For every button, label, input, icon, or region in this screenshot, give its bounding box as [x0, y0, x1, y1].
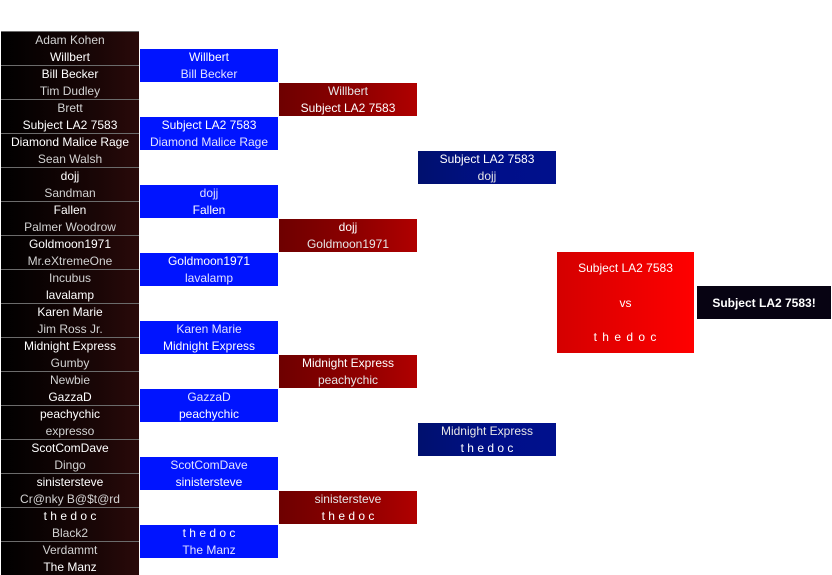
participant-name: ScotComDave: [170, 458, 248, 473]
participant-name: Subject LA2 7583: [161, 118, 257, 133]
participant-name: peachychic: [178, 406, 240, 421]
participant-name: Verdammt: [42, 543, 98, 558]
participant-name: Willbert: [49, 49, 90, 64]
participant-name: Midnight Express: [162, 338, 256, 353]
participant-name: Subject LA2 7583: [300, 100, 396, 115]
participant-name: Karen Marie: [37, 305, 103, 320]
participant-name: The Manz: [43, 559, 97, 574]
participant-name: Gumby: [50, 355, 90, 370]
participant-name: sinistersteve: [175, 474, 243, 489]
participant-name: Karen Marie: [176, 322, 242, 337]
participant-name: Fallen: [192, 202, 226, 217]
champion-box: Subject LA2 7583!: [697, 286, 831, 319]
participant-name: Midnight Express: [301, 356, 395, 371]
participant-name: Diamond Malice Rage: [149, 134, 269, 149]
participant-name: t h e d o c: [43, 509, 97, 524]
participant-name: Goldmoon1971: [167, 254, 251, 269]
participant-name: Mr.eXtremeOne: [27, 253, 113, 268]
participant-name: dojj: [338, 220, 358, 235]
participant-name: Adam Kohen: [35, 33, 105, 48]
participant-name: t h e d o c: [321, 508, 375, 523]
participant-name: Fallen: [53, 203, 87, 218]
participant-name: Incubus: [48, 271, 92, 286]
participant-name: Newbie: [49, 373, 91, 388]
participant-name: Sandman: [44, 185, 96, 200]
participant-name: Subject LA2 7583: [22, 117, 118, 132]
participant-name: The Manz: [182, 542, 236, 557]
participant-name: Diamond Malice Rage: [10, 135, 130, 150]
finalist-1: Subject LA2 7583: [578, 261, 673, 275]
final-match: Subject LA2 7583 vs t h e d o c: [557, 252, 694, 353]
participant-name: Bill Becker: [180, 66, 238, 81]
participant-name: dojj: [477, 168, 497, 183]
participant-name: ScotComDave: [31, 441, 109, 456]
participant-name: t h e d o c: [182, 526, 236, 541]
versus-label: vs: [619, 295, 632, 310]
participant-name: Tim Dudley: [39, 83, 101, 98]
participant-name: dojj: [199, 186, 219, 201]
participant-name: expresso: [45, 423, 95, 438]
participant-name: Bill Becker: [41, 67, 99, 82]
champion-name: Subject LA2 7583!: [712, 295, 816, 310]
participant-name: GazzaD: [187, 390, 231, 405]
participant-name: Black2: [51, 525, 89, 540]
participant-name: Dingo: [54, 457, 86, 472]
participant-name: Subject LA2 7583: [439, 152, 535, 167]
finalist-2: t h e d o c: [593, 330, 658, 344]
participant-name: Willbert: [188, 50, 229, 65]
participant-name: sinistersteve: [314, 492, 382, 507]
participant-name: peachychic: [39, 407, 101, 422]
participant-name: Midnight Express: [23, 339, 117, 354]
participant-name: Willbert: [327, 84, 368, 99]
participant-name: GazzaD: [48, 389, 92, 404]
participant-name: Cr@nky B@$t@rd: [20, 491, 120, 506]
participant-name: Jim Ross Jr.: [37, 321, 103, 336]
participant-name: Palmer Woodrow: [24, 219, 116, 234]
participant-name: sinistersteve: [36, 475, 104, 490]
participant-name: Goldmoon1971: [28, 237, 112, 252]
participant-name: Sean Walsh: [37, 151, 103, 166]
participant-name: peachychic: [317, 372, 379, 387]
participant-name: t h e d o c: [460, 440, 514, 455]
participant-name: Brett: [57, 101, 83, 116]
participant-name: lavalamp: [45, 287, 95, 302]
participant-name: lavalamp: [184, 270, 234, 285]
participant-name: Goldmoon1971: [306, 236, 390, 251]
participant-name: Midnight Express: [440, 424, 534, 439]
participant-name: dojj: [60, 169, 80, 184]
